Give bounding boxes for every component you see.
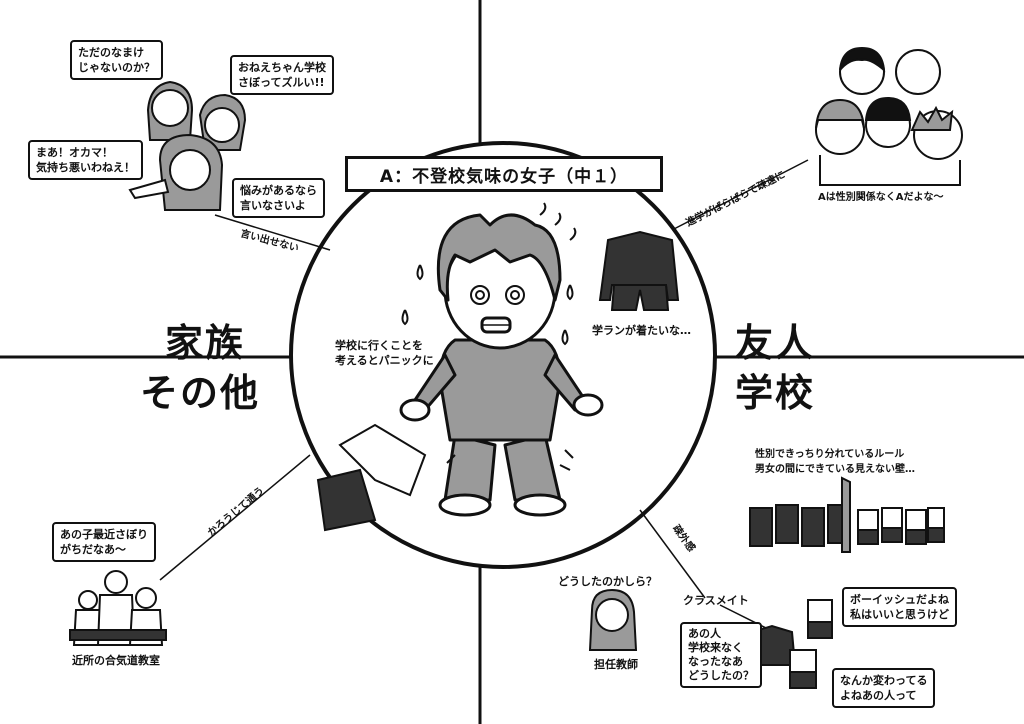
teacher-figure (588, 588, 638, 651)
quadrant-label-others: その他 (140, 371, 261, 415)
girl-figure (399, 213, 604, 517)
classmate-uniforms (748, 599, 833, 689)
panic-text: 学校に行くことを 考えるとパニックに (335, 339, 434, 367)
panic-marks (401, 202, 577, 471)
sailor-uniform-icon (316, 423, 427, 532)
family-connector-line (214, 214, 331, 251)
quadrant-label-family: 家族 (165, 321, 246, 365)
teacher-bubble-text: どうしたのかしら？ (558, 575, 657, 588)
classmates-label: クラスメイト (683, 594, 749, 607)
family-bubble-mother: 悩みがあるなら 言いなさいよ (232, 178, 325, 218)
friends-caption: Aは性別関係なくAだよな～ (818, 192, 944, 203)
classmate-bubble-1: あの人 学校来なく なったなあ どうしたの？ (680, 622, 762, 688)
dojo-bubble: あの子最近さぼり がちだなあ～ (52, 522, 156, 562)
dojo-people (69, 570, 167, 646)
school-rule-text: 性別できっちり分れているルール 男女の間にできている見えない壁… (755, 449, 915, 475)
family-bubble-father: ただのなまけ じゃないのか？ (70, 40, 163, 80)
classmate-bubble-3: なんか変わってる よねあの人って (832, 668, 936, 708)
gakuran-icon (598, 230, 680, 311)
teacher-caption: 担任教師 (594, 658, 638, 671)
quadrant-label-friends: 友人 (735, 321, 816, 365)
friends-group (815, 46, 963, 186)
dojo-connector-line (159, 454, 311, 581)
dojo-caption: 近所の合気道教室 (72, 654, 160, 667)
quadrant-label-school: 学校 (735, 371, 816, 415)
title-box: A：不登校気味の女子（中１） (345, 156, 663, 192)
gakuran-text: 学ランが着たいな… (592, 324, 691, 337)
uniform-row (749, 476, 945, 553)
family-figures (128, 80, 247, 211)
classmate-bubble-2: ボーイッシュだよね 私はいいと思うけど (842, 587, 957, 627)
title-text: A：不登校気味の女子（中１） (379, 166, 629, 187)
classmates-connector-line (639, 509, 706, 599)
family-bubble-sibling: おねえちゃん学校 さぼってズルい!! (230, 55, 334, 95)
friends-connector-line (671, 159, 809, 231)
family-bubble-grandma: まあ！オカマ！ 気持ち悪いわねえ！ (28, 140, 143, 180)
